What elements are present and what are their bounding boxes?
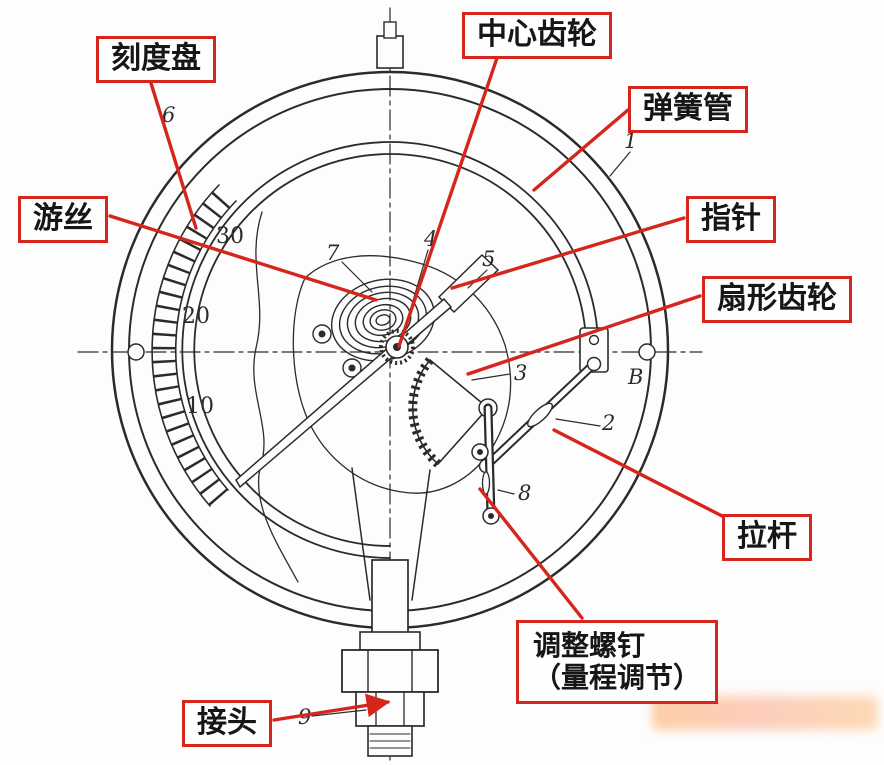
callout-hairspring-label: 游丝 [33, 201, 93, 236]
link-slot [527, 402, 553, 428]
leader-joint [272, 693, 391, 722]
callout-pointer-label: 指针 [701, 201, 761, 236]
part-number-8: 8 [518, 481, 531, 505]
callout-center-gear-label: 中心齿轮 [477, 17, 597, 52]
callout-adjusting-screw-line1: 调整螺钉 [533, 629, 646, 662]
part-number-2: 2 [601, 411, 615, 435]
top-stop-pin [376, 35, 404, 69]
callout-bourdon-tube: 弹簧管 [628, 86, 748, 133]
scale-number-labels: 30 20 10 [182, 224, 244, 419]
callout-link-rod-label: 拉杆 [737, 519, 797, 554]
part-number-1: 1 [624, 129, 637, 153]
callout-adjusting-screw: 调整螺钉 （量程调节） [516, 620, 719, 705]
scale-number-10: 10 [186, 394, 214, 419]
leader-link-rod [552, 428, 728, 520]
callout-link-rod: 拉杆 [722, 514, 812, 561]
leader-dial [148, 78, 198, 230]
dial-cutout-edge [253, 211, 299, 583]
callout-pointer: 指针 [686, 196, 776, 243]
part-number-7: 7 [326, 241, 340, 265]
scale-number-30: 30 [216, 224, 244, 249]
callout-dial-label: 刻度盘 [111, 41, 201, 76]
socket-stem [341, 559, 439, 757]
stem-support [351, 467, 431, 601]
part-number-5: 5 [482, 247, 495, 271]
leader-center-gear [397, 56, 499, 348]
leader-pointer [450, 216, 686, 290]
part-number-B: B [627, 365, 643, 389]
part-number-6: 6 [162, 103, 175, 127]
callout-adjusting-screw-line2: （量程调节） [533, 661, 702, 695]
callout-sector-gear-label: 扇形齿轮 [717, 281, 837, 316]
part-number-3: 3 [514, 361, 527, 385]
part-number-labels: 6 1 7 4 5 3 B 2 8 9 [162, 103, 643, 729]
left-lug-screw [127, 343, 145, 361]
leader-adjusting-screw [478, 487, 584, 620]
tube-end-block [579, 327, 609, 373]
right-lug-screw [638, 343, 656, 361]
bourdon-tube [181, 141, 609, 559]
hex-nut-large [341, 649, 439, 693]
dial-scale [151, 184, 237, 507]
adjust-slot [481, 471, 491, 495]
callout-bourdon-tube-label: 弹簧管 [643, 91, 733, 126]
part-number-9: 9 [298, 705, 311, 729]
callout-joint-label: 接头 [197, 705, 257, 740]
hex-nut-small [355, 691, 425, 727]
callout-leader-lines [108, 56, 728, 722]
link-rod [478, 356, 602, 474]
callout-center-gear: 中心齿轮 [462, 12, 612, 59]
callout-dial: 刻度盘 [96, 36, 216, 83]
callout-hairspring: 游丝 [18, 196, 108, 243]
callout-sector-gear: 扇形齿轮 [702, 276, 852, 323]
center-gear-hub [379, 329, 415, 365]
leader-bourdon-tube [532, 108, 630, 192]
adjusting-arm [471, 403, 500, 525]
scale-number-20: 20 [182, 304, 210, 329]
leader-hairspring [108, 214, 378, 302]
leader-sector-gear [466, 294, 702, 376]
callout-joint: 接头 [182, 700, 272, 747]
